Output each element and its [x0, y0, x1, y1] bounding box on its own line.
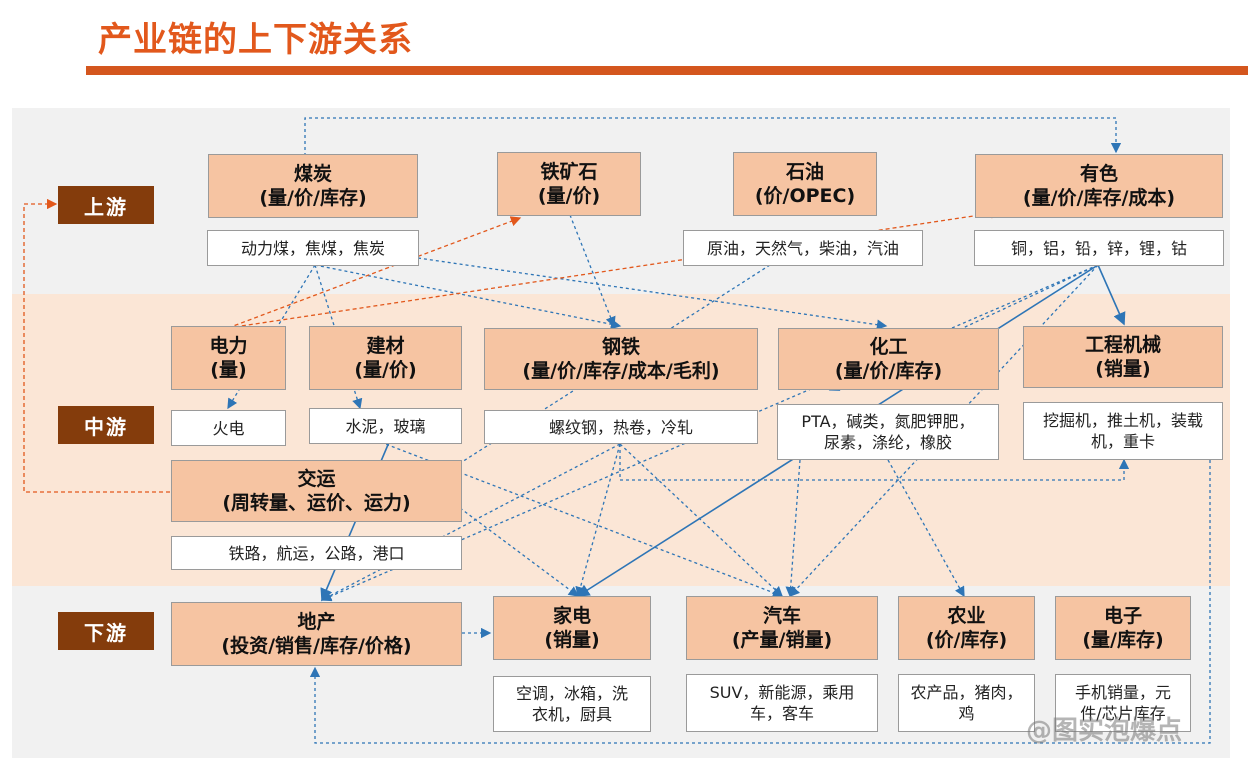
link-ore-steel — [569, 214, 616, 328]
node-building: 建材 (量/价) — [309, 326, 462, 390]
title-underline — [86, 66, 1248, 75]
tier-upstream: 上游 — [58, 186, 154, 224]
link-transport-appliance — [459, 507, 580, 597]
node-auto: 汽车 (产量/销量) — [686, 596, 878, 660]
node-nonferrous-sub: 铜，铝，铅，锌，锂，钴 — [974, 230, 1224, 266]
link-steel-realestate — [320, 443, 621, 601]
node-oil: 石油 (价/OPEC) — [733, 152, 877, 216]
node-real-estate: 地产 (投资/销售/库存/价格) — [171, 602, 462, 666]
link-steel-machinery — [619, 444, 1130, 481]
node-coal-sub: 动力煤，焦煤，焦炭 — [207, 230, 419, 266]
link-chem-agri — [887, 459, 965, 598]
node-machinery-sub: 挖掘机，推土机，装载 机，重卡 — [1023, 402, 1223, 460]
link-coal-steel — [314, 264, 622, 330]
watermark: @图实泡爆点 — [1026, 716, 1183, 746]
link-power-ore — [227, 216, 522, 329]
node-transport-sub: 铁路，航运，公路，港口 — [171, 536, 462, 570]
link-transport-upstream — [23, 198, 170, 493]
node-chemical: 化工 (量/价/库存) — [778, 328, 999, 390]
node-nonferrous: 有色 (量/价/库存/成本) — [975, 154, 1223, 218]
node-agriculture-sub: 农产品，猪肉， 鸡 — [898, 674, 1035, 732]
tier-midstream: 中游 — [58, 406, 154, 444]
node-power-sub: 火电 — [171, 410, 286, 446]
node-chemical-sub: PTA，碱类，氮肥钾肥， 尿素，涤纶，橡胶 — [777, 404, 999, 460]
link-nf-machinery — [1097, 264, 1126, 326]
tier-downstream: 下游 — [58, 612, 154, 650]
link-steel-appliance — [575, 443, 621, 598]
link-coal-nonferrous — [304, 117, 1122, 156]
link-steel-auto — [619, 443, 783, 597]
node-agriculture: 农业 (价/库存) — [898, 596, 1035, 660]
node-steel: 钢铁 (量/价/库存/成本/毛利) — [484, 328, 758, 390]
node-iron-ore: 铁矿石 (量/价) — [497, 152, 641, 216]
node-building-sub: 水泥，玻璃 — [309, 408, 462, 444]
node-electronics-sub: 手机销量，元 件/芯片库存 — [1055, 674, 1191, 732]
node-transport: 交运 (周转量、运价、运力) — [171, 460, 462, 522]
node-oil-sub: 原油，天然气，柴油，汽油 — [683, 230, 923, 266]
node-appliance-sub: 空调，冰箱，洗 衣机，厨具 — [493, 676, 651, 732]
page-title: 产业链的上下游关系 — [98, 20, 413, 60]
node-machinery: 工程机械 (销量) — [1023, 326, 1223, 388]
link-coal-chemical — [417, 257, 888, 330]
node-power: 电力 (量) — [171, 326, 286, 390]
node-auto-sub: SUV，新能源，乘用 车，客车 — [686, 674, 878, 732]
node-steel-sub: 螺纹钢，热卷，冷轧 — [484, 410, 758, 444]
node-electronics: 电子 (量/库存) — [1055, 596, 1191, 660]
node-appliance: 家电 (销量) — [493, 596, 651, 660]
node-coal: 煤炭 (量/价/库存) — [208, 154, 418, 218]
link-chem-auto — [785, 459, 801, 598]
